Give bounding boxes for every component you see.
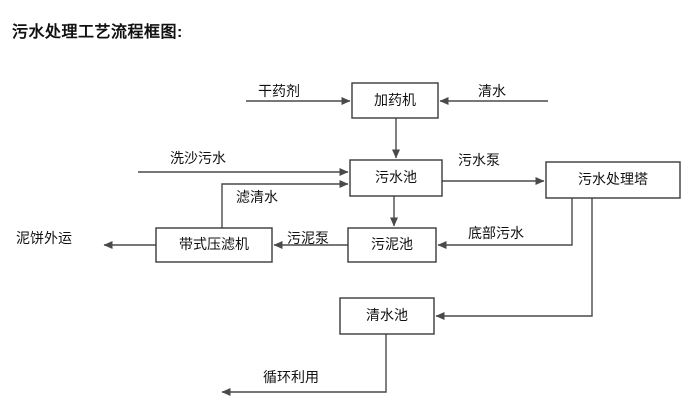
node-label-treatment-tower: 污水处理塔 — [578, 171, 648, 187]
terminal-label-sand-wash-sewage: 洗沙污水 — [170, 150, 226, 166]
edge-label-recycle-use: 循环利用 — [263, 369, 319, 385]
node-sewage-pool[interactable]: 污水池 — [349, 159, 443, 197]
edge-tower-to-sludge-pool — [437, 198, 573, 249]
page-title: 污水处理工艺流程框图: — [12, 24, 183, 41]
node-label-dosing-machine: 加药机 — [374, 92, 416, 108]
edge-label-bottom-sewage: 底部污水 — [468, 225, 524, 241]
node-label-sewage-pool: 污水池 — [375, 169, 417, 185]
edge-clean-pool-to-recycle — [221, 334, 387, 396]
node-label-sludge-pool: 污泥池 — [371, 236, 413, 252]
node-belt-press[interactable]: 带式压滤机 — [155, 227, 273, 263]
terminal-label-dry-agent: 干药剂 — [258, 83, 300, 99]
node-treatment-tower[interactable]: 污水处理塔 — [545, 161, 681, 199]
edge-label-sewage-pump: 污水泵 — [458, 152, 500, 168]
terminal-label-clear-water: 清水 — [478, 83, 506, 99]
edge-filtrate-to-sewage-pool — [221, 180, 349, 228]
edge-label-filtrate: 滤清水 — [236, 189, 278, 205]
node-clean-pool[interactable]: 清水池 — [339, 297, 435, 335]
node-label-clean-pool: 清水池 — [366, 307, 408, 323]
edge-tower-to-clean-pool — [435, 198, 593, 320]
edge-label-sludge-pump: 污泥泵 — [287, 230, 329, 246]
node-dosing-machine[interactable]: 加药机 — [351, 82, 439, 119]
terminal-label-mud-cake-out: 泥饼外运 — [16, 230, 72, 246]
node-label-belt-press: 带式压滤机 — [179, 236, 249, 252]
node-sludge-pool[interactable]: 污泥池 — [347, 227, 437, 263]
